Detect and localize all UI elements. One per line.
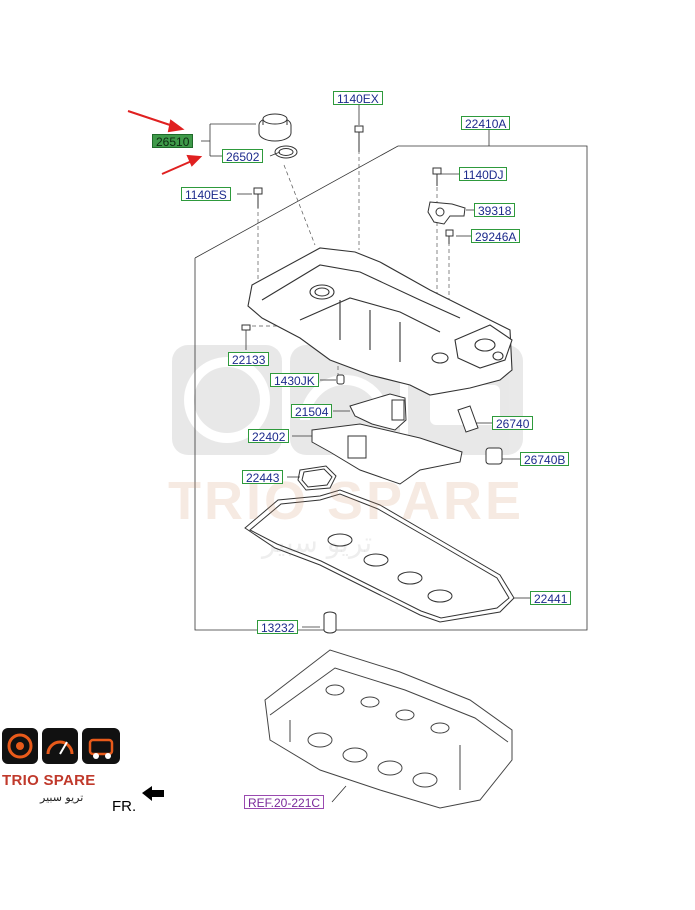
cylinder-head [264, 649, 513, 809]
leader-lines [201, 104, 530, 803]
part-label-26510[interactable]: 26510 [152, 134, 194, 149]
gasket-small [297, 465, 337, 491]
watermark-subtext: تريو سبير [262, 526, 373, 559]
tube-seal [323, 611, 337, 634]
part-label-22133[interactable]: 22133 [228, 352, 270, 367]
oil-separator-plate [311, 423, 463, 485]
gasket-large [244, 489, 515, 623]
reference-label[interactable]: REF.20-221C [244, 795, 325, 810]
assembly-boundary [194, 145, 588, 631]
part-label-1140EX[interactable]: 1140EX [333, 91, 383, 106]
brand-logo-icons [2, 728, 120, 764]
cam-sensor [427, 201, 466, 225]
part-label-26740[interactable]: 26740 [492, 416, 534, 431]
brand-name-arabic: تريو سبير [40, 791, 84, 804]
part-label-22410A[interactable]: 22410A [461, 116, 511, 131]
part-label-13232[interactable]: 13232 [257, 620, 299, 635]
baffle-plate [349, 393, 407, 431]
part-label-26740B[interactable]: 26740B [520, 452, 570, 467]
cap-gasket [274, 145, 298, 159]
part-label-21504[interactable]: 21504 [291, 404, 333, 419]
red-arrows [127, 110, 203, 175]
part-label-22441[interactable]: 22441 [530, 591, 572, 606]
part-label-1430JK[interactable]: 1430JK [270, 373, 319, 388]
valve-cover [247, 247, 513, 396]
part-label-1140DJ[interactable]: 1140DJ [459, 167, 508, 182]
brand-name: TRIO SPARE [2, 772, 96, 789]
pcv-valve [457, 405, 503, 465]
part-label-22402[interactable]: 22402 [248, 429, 290, 444]
front-direction-label: FR. [112, 798, 137, 815]
watermark-text: TRIO SPARE [168, 471, 525, 531]
part-label-39318[interactable]: 39318 [474, 203, 516, 218]
oil-cap [258, 113, 292, 142]
part-label-29246A[interactable]: 29246A [471, 229, 521, 244]
front-arrow-icon [142, 786, 164, 801]
bolts [241, 125, 454, 385]
part-label-1140ES[interactable]: 1140ES [181, 187, 231, 202]
part-label-26502[interactable]: 26502 [222, 149, 264, 164]
part-label-22443[interactable]: 22443 [242, 470, 284, 485]
